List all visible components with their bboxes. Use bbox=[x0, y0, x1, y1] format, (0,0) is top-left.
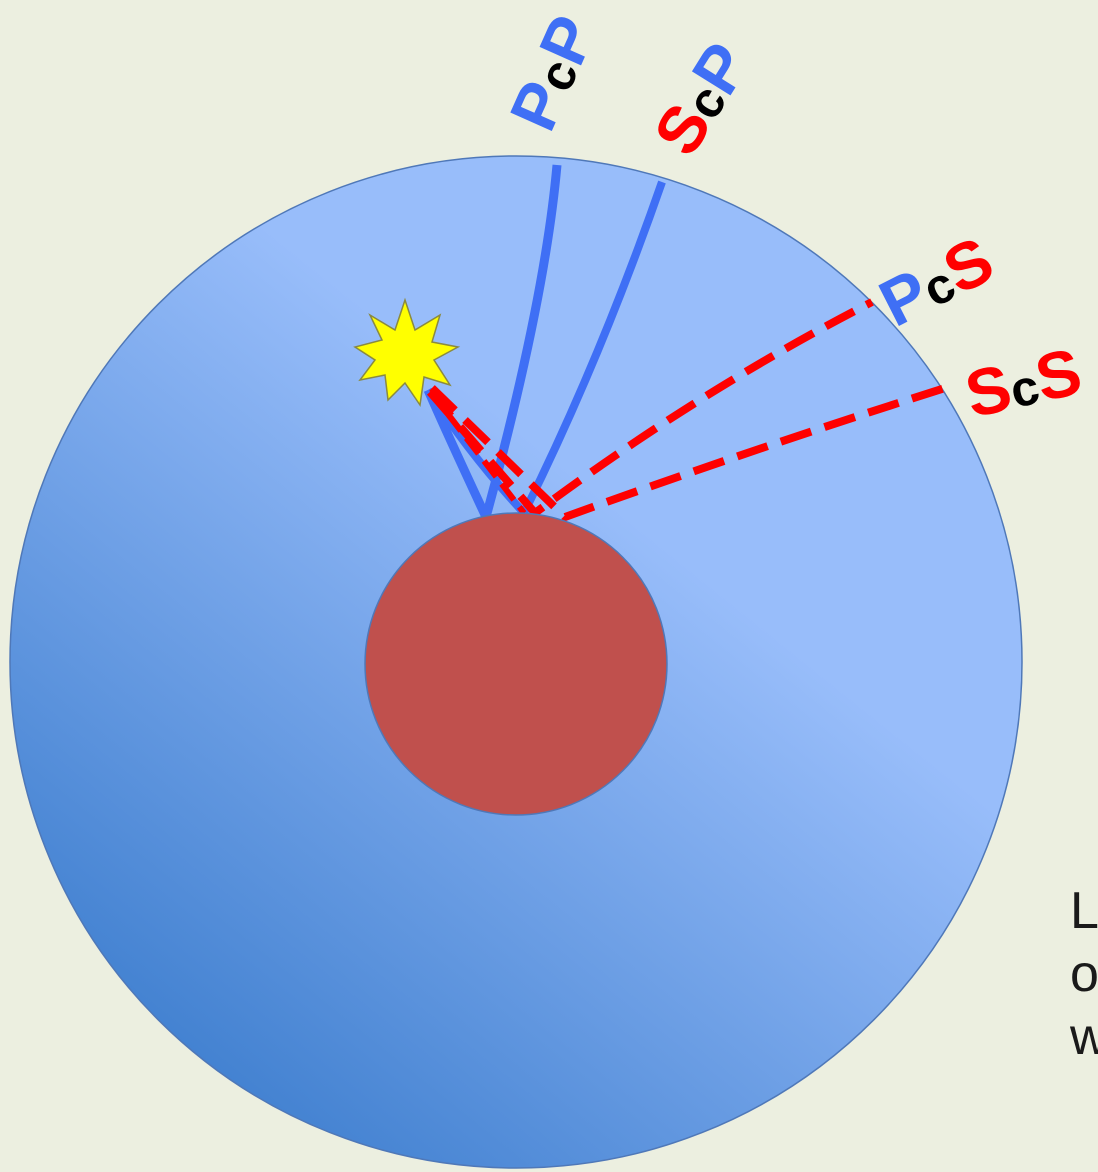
side-caption: L o w bbox=[1070, 880, 1098, 1069]
phase-label-scp: ScP bbox=[639, 30, 763, 167]
phase-label-scs: ScS bbox=[959, 333, 1089, 431]
phase-label-pcp: PcP bbox=[495, 5, 610, 141]
star-burst-icon bbox=[353, 297, 461, 408]
ray-paths bbox=[423, 164, 947, 531]
side-caption-line: L bbox=[1070, 882, 1098, 940]
pcp-ray bbox=[423, 164, 562, 531]
pcs-ray bbox=[426, 298, 874, 519]
scp-ray bbox=[424, 180, 666, 520]
side-caption-line: w bbox=[1070, 1008, 1098, 1066]
side-caption-line: o bbox=[1070, 945, 1098, 1003]
outer-core bbox=[364, 512, 668, 816]
scs-ray bbox=[429, 384, 947, 522]
